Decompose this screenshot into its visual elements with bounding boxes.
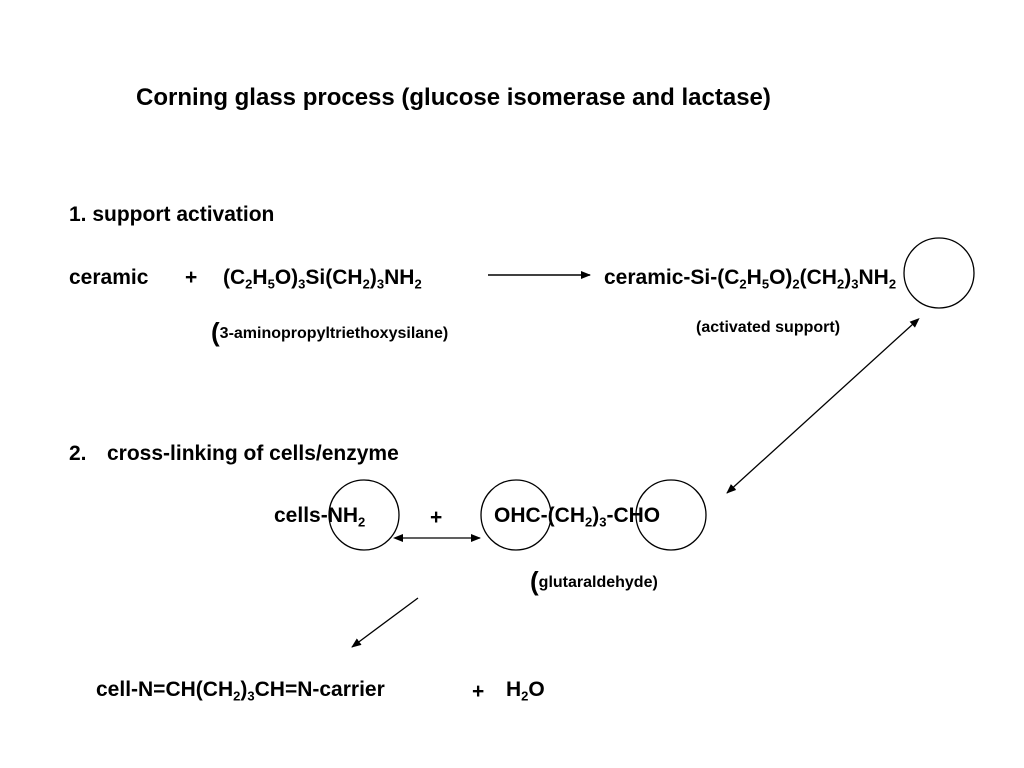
- step2-reactant-glutaraldehyde-formula: OHC-(CH2)3-CHO: [494, 504, 661, 530]
- final-byproduct-water: H2O: [506, 678, 545, 704]
- final-plus: +: [472, 680, 485, 703]
- step2-heading-number: 2.: [69, 442, 87, 465]
- step2-heading: cross-linking of cells/enzyme: [107, 442, 399, 465]
- ohc-circle: [480, 479, 552, 551]
- step2-plus: +: [430, 506, 443, 529]
- cells-nh2-circle: [328, 479, 400, 551]
- step1-silane-name: (3-aminopropyltriethoxysilane): [211, 317, 449, 347]
- cho-circle: [635, 479, 707, 551]
- link-double-arrow: [726, 317, 920, 494]
- final-product-arrow: [351, 597, 419, 648]
- activated-nh2-circle: [903, 237, 975, 309]
- page-title: Corning glass process (glucose isomerase…: [136, 84, 771, 111]
- step1-reactant-ceramic: ceramic: [69, 266, 149, 289]
- step2-glutaraldehyde-name: (glutaraldehyde): [530, 566, 658, 596]
- step2-reactant-cells: cells-NH2: [274, 504, 366, 530]
- step1-reactant-silane-formula: (C2H5O)3Si(CH2)3NH2: [223, 266, 422, 292]
- step1-product-formula: ceramic-Si-(C2H5O)2(CH2)3NH2: [604, 266, 897, 292]
- step1-plus: +: [185, 266, 198, 289]
- step1-heading: 1. support activation: [69, 203, 275, 226]
- final-product-formula: cell-N=CH(CH2)3CH=N-carrier: [96, 678, 385, 704]
